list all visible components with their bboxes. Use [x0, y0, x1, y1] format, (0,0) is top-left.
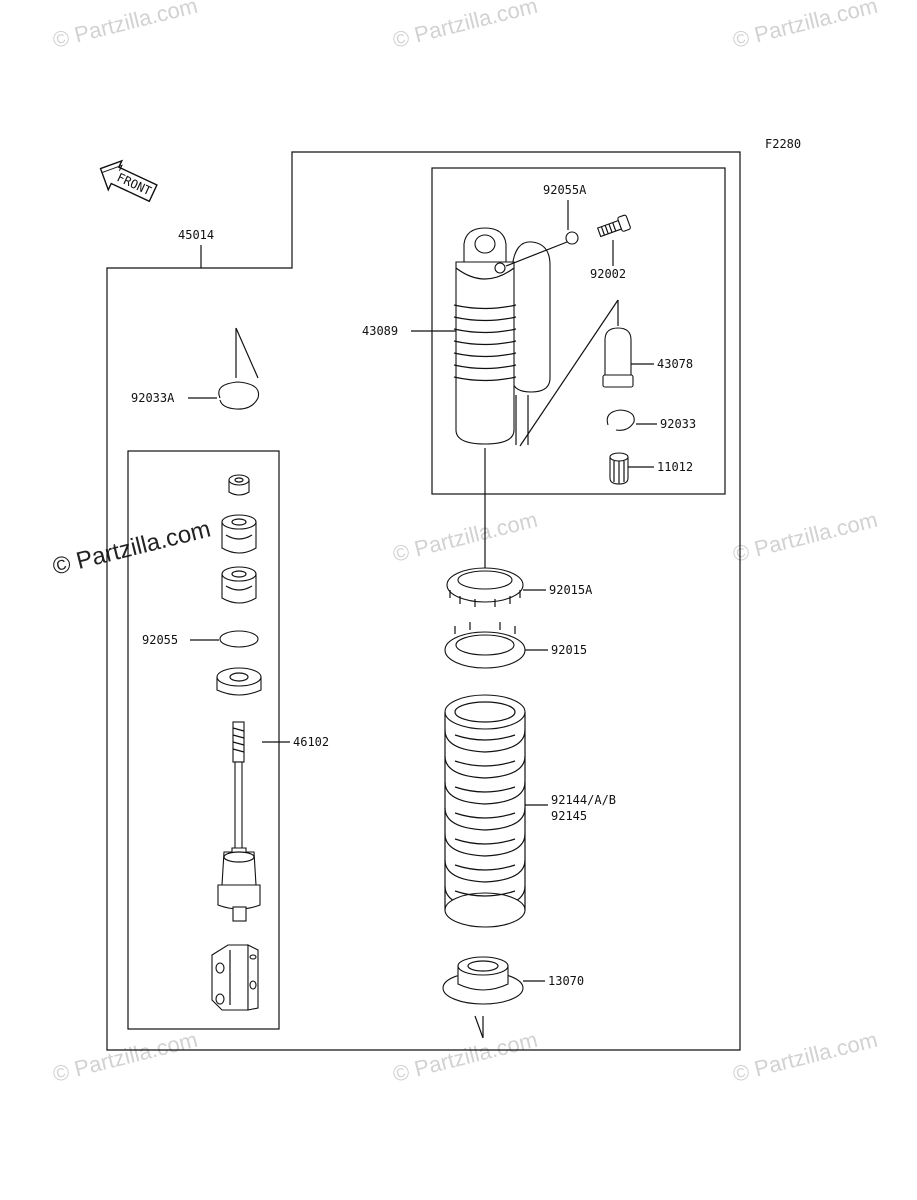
- collar: [216, 667, 262, 696]
- label-92002: 92002: [590, 267, 626, 281]
- leader-92033A-axis-2: [235, 327, 259, 379]
- figure-code: F2280: [765, 137, 801, 151]
- bladder-43078: [602, 327, 634, 388]
- watermark: © Partzilla.com: [390, 507, 540, 567]
- watermark: © Partzilla.com: [50, 1027, 200, 1087]
- label-45014: 45014: [178, 228, 214, 242]
- label-43078: 43078: [657, 357, 693, 371]
- bushing-lower: [221, 566, 257, 604]
- leader-lower-axis: [474, 1015, 484, 1039]
- label-46102: 46102: [293, 735, 329, 749]
- watermark: © Partzilla.com: [730, 507, 880, 567]
- locknut-92015A: [446, 567, 524, 607]
- bushing-upper: [221, 514, 257, 554]
- clevis: [211, 944, 259, 1011]
- front-arrow-icon: FRONT: [99, 159, 158, 203]
- label-13070: 13070: [548, 974, 584, 988]
- label-92055A: 92055A: [543, 183, 587, 197]
- label-92144AB: 92144/A/B: [551, 793, 616, 807]
- label-92033A: 92033A: [131, 391, 175, 405]
- label-11012: 11012: [657, 460, 693, 474]
- label-92055: 92055: [142, 633, 178, 647]
- air-valve-hole: [494, 262, 506, 274]
- label-92015: 92015: [551, 643, 587, 657]
- watermark: © Partzilla.com: [390, 0, 540, 53]
- o-ring-92055: [219, 630, 259, 648]
- rod-46102: [217, 721, 261, 922]
- leader-92055A-to-body: [505, 241, 568, 267]
- leader-reservoir-bladder: [519, 299, 619, 447]
- label-92145: 92145: [551, 809, 587, 823]
- rod-assembly-box: [127, 450, 280, 1030]
- shock-body-43089: [453, 227, 551, 445]
- label-43089: 43089: [362, 324, 398, 338]
- label-92033: 92033: [660, 417, 696, 431]
- watermark: © Partzilla.com: [390, 1027, 540, 1087]
- circlip-92033A: [218, 381, 260, 410]
- adjuster-nut-92015: [444, 622, 526, 669]
- circlip-92033: [606, 409, 635, 431]
- o-ring-92055A: [565, 231, 579, 245]
- nut-top: [228, 474, 250, 496]
- cap-11012: [609, 452, 629, 485]
- watermark: © Partzilla.com: [730, 1027, 880, 1087]
- valve-stem-92002: [596, 214, 631, 238]
- label-92015A: 92015A: [549, 583, 593, 597]
- watermark: © Partzilla.com: [50, 0, 200, 53]
- spring-92144: [444, 694, 526, 928]
- spring-guide-13070: [442, 956, 524, 1005]
- watermark: © Partzilla.com: [730, 0, 880, 53]
- assembly-outline: [106, 151, 741, 1051]
- watermark-prominent: © Partzilla.com: [50, 516, 213, 581]
